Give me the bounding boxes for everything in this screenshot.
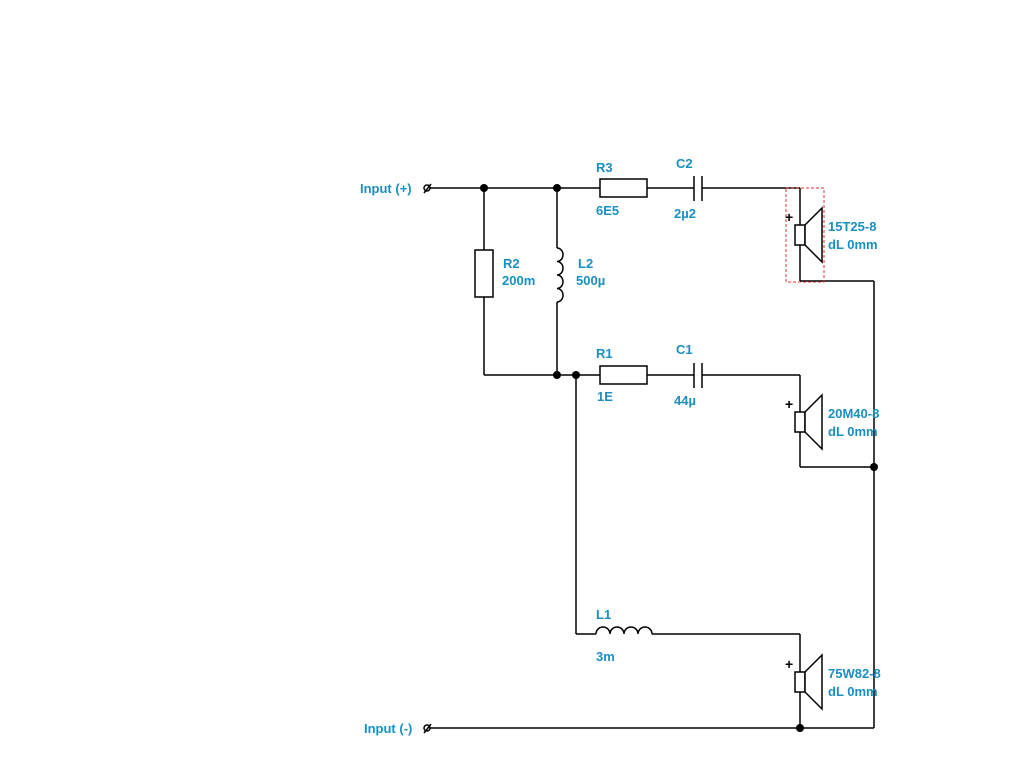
selection-box xyxy=(785,187,825,283)
wires xyxy=(430,187,875,729)
speaker-cone xyxy=(804,206,823,264)
speaker-icon xyxy=(794,224,806,246)
junction-dot xyxy=(553,371,561,379)
c2-ref: C2 xyxy=(676,156,693,171)
midrange-offset: dL 0mm xyxy=(828,424,878,439)
input-plus-terminal[interactable] xyxy=(423,183,432,194)
l1-ref: L1 xyxy=(596,607,611,622)
tweeter-speaker[interactable] xyxy=(794,206,823,264)
input-plus-label: Input (+) xyxy=(360,181,412,196)
r3-value: 6E5 xyxy=(596,203,619,218)
woofer-polarity: + xyxy=(785,656,793,672)
r2-ref: R2 xyxy=(503,256,520,271)
midrange-model: 20M40-8 xyxy=(828,406,879,421)
resistor-r3[interactable] xyxy=(599,178,648,198)
junction-dot xyxy=(796,724,804,732)
junction-dot xyxy=(870,463,878,471)
capacitor-c1[interactable] xyxy=(693,363,703,388)
r1-value: 1E xyxy=(597,389,613,404)
c1-ref: C1 xyxy=(676,342,693,357)
terminal-icon xyxy=(423,183,432,194)
woofer-model: 75W82-8 xyxy=(828,666,881,681)
c1-value: 44µ xyxy=(674,393,696,408)
junction-dot xyxy=(553,184,561,192)
speaker-icon xyxy=(794,411,806,433)
l1-value: 3m xyxy=(596,649,615,664)
r2-value: 200m xyxy=(502,273,535,288)
speaker-cone xyxy=(804,653,823,711)
midrange-polarity: + xyxy=(785,396,793,412)
midrange-speaker[interactable] xyxy=(794,393,823,451)
tweeter-polarity: + xyxy=(785,209,793,225)
junctions xyxy=(480,184,878,732)
l2-value: 500µ xyxy=(576,273,605,288)
c2-value: 2µ2 xyxy=(674,206,696,221)
speaker-icon xyxy=(794,671,806,693)
speaker-cone xyxy=(804,393,823,451)
l2-ref: L2 xyxy=(578,256,593,271)
tweeter-offset: dL 0mm xyxy=(828,237,878,252)
resistor-r2[interactable] xyxy=(474,249,494,298)
woofer-offset: dL 0mm xyxy=(828,684,878,699)
junction-dot xyxy=(480,184,488,192)
inductor-l1[interactable] xyxy=(595,626,653,635)
input-minus-terminal[interactable] xyxy=(423,723,432,734)
r3-ref: R3 xyxy=(596,160,613,175)
capacitor-c2[interactable] xyxy=(693,176,703,201)
woofer-speaker[interactable] xyxy=(794,653,823,711)
input-minus-label: Input (-) xyxy=(364,721,412,736)
tweeter-model: 15T25-8 xyxy=(828,219,876,234)
r1-ref: R1 xyxy=(596,346,613,361)
inductor-l2[interactable] xyxy=(556,247,564,303)
junction-dot xyxy=(572,371,580,379)
resistor-r1[interactable] xyxy=(599,365,648,385)
terminal-icon xyxy=(423,723,432,734)
